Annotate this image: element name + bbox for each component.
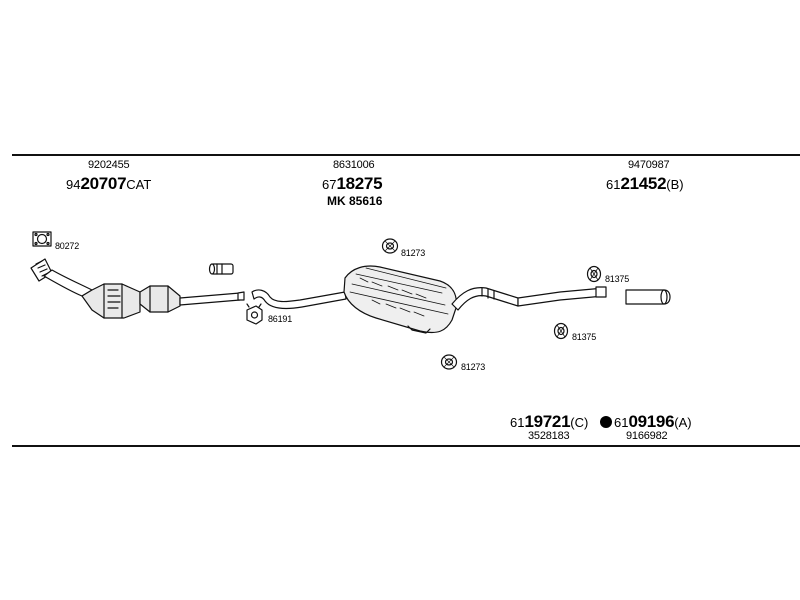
bottom2-prefix: 61 bbox=[614, 415, 629, 430]
gasket-icon bbox=[32, 231, 52, 247]
rubber-hanger-icon-rear-upper bbox=[586, 265, 602, 283]
part-label-hanger-rear-lower: 81375 bbox=[572, 332, 597, 342]
pipe-connector-icon bbox=[208, 263, 234, 275]
bottom-code-1: 6119721(C) bbox=[510, 413, 588, 430]
bottom1-code-bold: 19721 bbox=[524, 412, 571, 431]
group2-code: 6718275 bbox=[322, 174, 383, 193]
group2-kit: MK 85616 bbox=[327, 194, 383, 208]
bottom1-suffix: (C) bbox=[570, 415, 589, 430]
rubber-hanger-icon-rear-lower bbox=[553, 322, 569, 340]
tail-tip-icon bbox=[625, 289, 671, 305]
part-label-hanger-lower: 81273 bbox=[461, 362, 486, 372]
group1-prefix: 94 bbox=[66, 177, 81, 192]
group1-ref: 9202455 bbox=[88, 159, 130, 171]
top-rule bbox=[12, 154, 800, 156]
part-label-hanger-upper: 81273 bbox=[401, 248, 426, 258]
part-label-clamp: 86191 bbox=[268, 314, 293, 324]
rear-pipe-icon bbox=[451, 286, 607, 311]
bottom2-code-bold: 09196 bbox=[628, 412, 675, 431]
rubber-hanger-icon-upper bbox=[381, 238, 399, 254]
group3-ref: 9470987 bbox=[628, 159, 670, 171]
group2-prefix: 67 bbox=[322, 177, 337, 192]
filled-dot-icon bbox=[600, 416, 612, 428]
group3-suffix: (B) bbox=[666, 177, 684, 192]
bottom-ref-1: 3528183 bbox=[528, 430, 570, 442]
clamp-icon bbox=[246, 303, 263, 325]
bottom-rule bbox=[12, 445, 800, 447]
group3-prefix: 61 bbox=[606, 177, 621, 192]
group1-suffix: CAT bbox=[126, 177, 152, 192]
group2-code-bold: 18275 bbox=[336, 174, 383, 193]
bottom-code-2: 6109196(A) bbox=[614, 413, 692, 430]
bottom2-suffix: (A) bbox=[674, 415, 692, 430]
catalytic-converter-icon bbox=[30, 258, 245, 319]
bottom-ref-2: 9166982 bbox=[626, 430, 668, 442]
group1-code-bold: 20707 bbox=[80, 174, 127, 193]
muffler-icon bbox=[343, 265, 457, 334]
middle-pipe-icon bbox=[251, 289, 347, 310]
group1-code: 9420707CAT bbox=[66, 175, 151, 192]
part-label-hanger-rear-upper: 81375 bbox=[605, 274, 630, 284]
group3-code: 6121452(B) bbox=[606, 175, 684, 192]
group2-ref: 8631006 bbox=[333, 159, 375, 171]
group3-code-bold: 21452 bbox=[620, 174, 667, 193]
bottom1-prefix: 61 bbox=[510, 415, 525, 430]
rubber-hanger-icon-lower bbox=[440, 354, 458, 370]
part-label-gasket: 80272 bbox=[55, 241, 80, 251]
